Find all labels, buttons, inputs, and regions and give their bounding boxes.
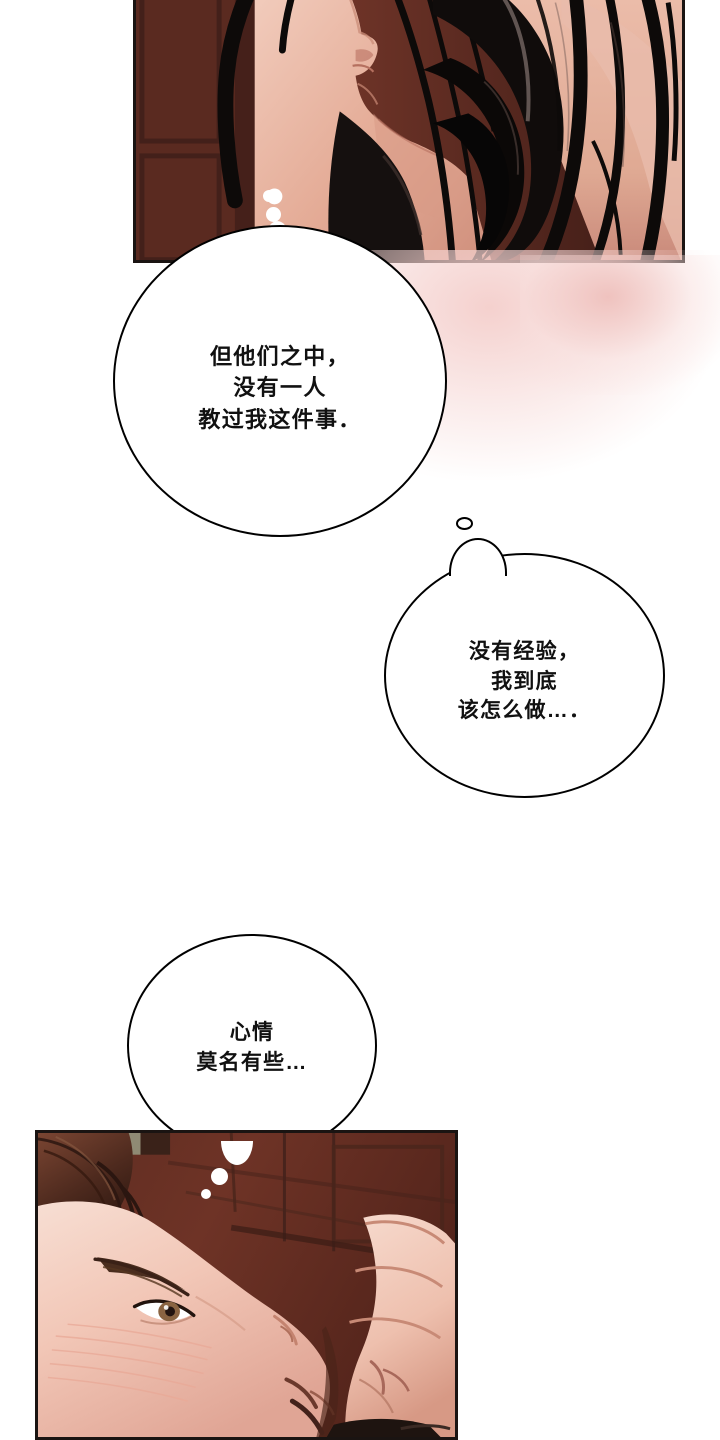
thought-bubble-1: 但他们之中， 没有一人 教过我这件事．: [113, 225, 447, 537]
bottom-panel-artwork: [38, 1133, 455, 1437]
watermark: 画涯 免费漫画: [560, 1312, 710, 1396]
bubble-2-floating-oval: [456, 517, 473, 530]
bubble-3-tail-dot-small: [201, 1189, 211, 1199]
thought-bubble-3-text: 心情 莫名有些…: [196, 1020, 308, 1074]
bubble-3-tail-dot-large: [211, 1168, 228, 1185]
bubble-1-tail-dot-small: [263, 190, 275, 202]
watermark-logo-text: 画涯: [587, 1310, 683, 1362]
top-panel-artwork: [136, 0, 682, 260]
bubble-2-bump-mask: [449, 576, 507, 592]
top-panel: [133, 0, 685, 263]
bubble-1-tail-dot-mid: [266, 207, 281, 222]
pink-glow-right: [520, 255, 720, 395]
bottom-panel: [35, 1130, 458, 1440]
thought-bubble-1-text: 但他们之中， 没有一人 教过我这件事．: [198, 344, 362, 432]
thought-bubble-3: 心情 莫名有些…: [127, 934, 377, 1157]
thought-bubble-2: 没有经验， 我到底 该怎么做…．: [384, 553, 665, 798]
thought-bubble-2-text: 没有经验， 我到底 该怎么做…．: [457, 639, 592, 723]
watermark-tagline: 免费漫画: [586, 1369, 683, 1395]
